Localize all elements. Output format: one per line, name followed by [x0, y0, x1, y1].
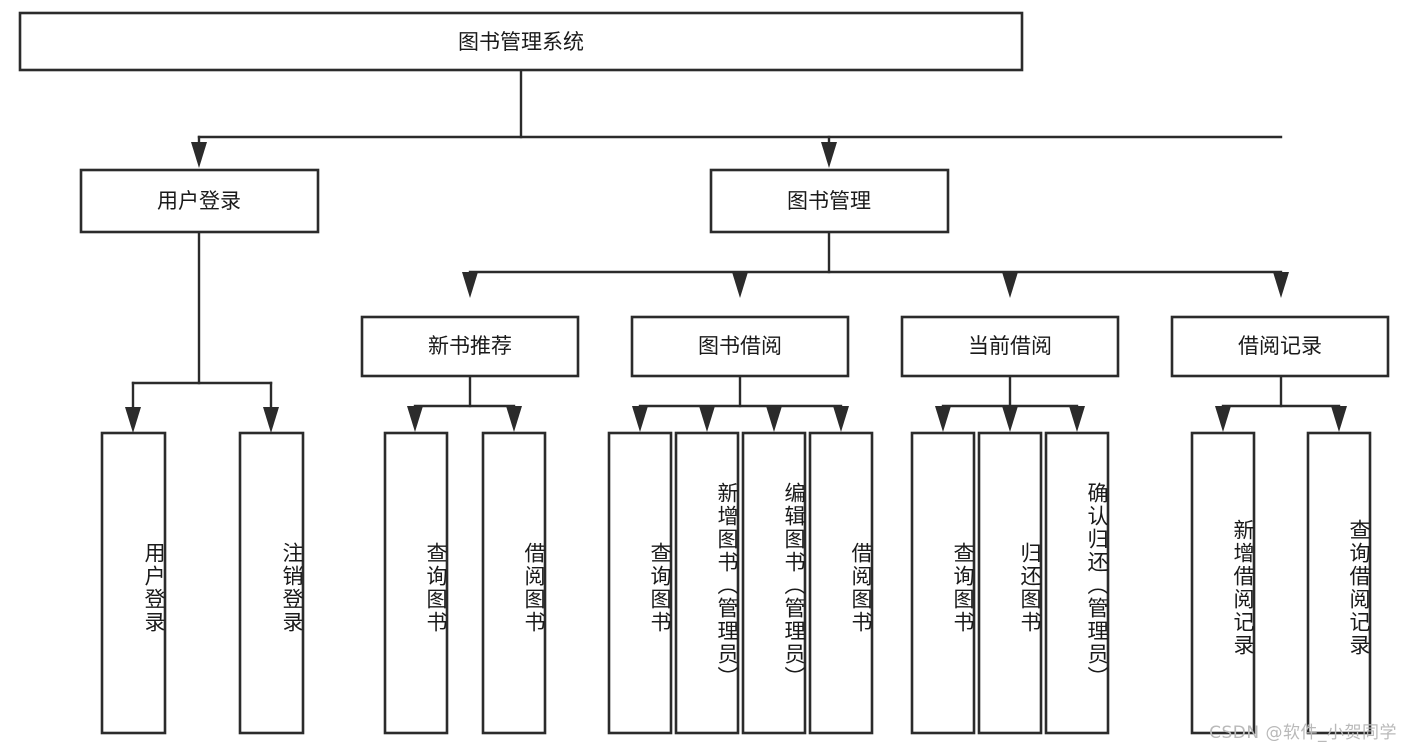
arrow-user-login	[191, 142, 207, 168]
node-current-borrow[interactable]: 当前借阅	[900, 315, 1120, 378]
node-borrow-record[interactable]: 借阅记录	[1170, 315, 1390, 378]
node-book-borrow-label: 图书借阅	[698, 334, 782, 358]
node-root-label: 图书管理系统	[458, 30, 584, 54]
connector-recommend-to-leaves	[407, 374, 522, 432]
connector-current-to-leaves	[935, 374, 1085, 432]
node-leaf-query-book-2[interactable]	[607, 431, 673, 735]
node-book-manage[interactable]: 图书管理	[709, 168, 950, 234]
node-leaf-user-login[interactable]	[100, 431, 167, 735]
node-leaf-confirm-return[interactable]	[1044, 431, 1110, 735]
node-book-manage-label: 图书管理	[787, 189, 871, 213]
connector-userlogin-to-leaves	[125, 230, 279, 433]
arrow-leaf-add-record	[1215, 406, 1231, 432]
node-borrow-record-label: 借阅记录	[1238, 334, 1322, 358]
node-leaf-query-record[interactable]	[1306, 431, 1372, 735]
arrow-leaf-query-book-1	[407, 406, 423, 432]
connector-borrow-to-leaves	[632, 374, 849, 432]
node-user-login[interactable]: 用户登录	[79, 168, 320, 234]
arrow-leaf-query-book-2	[632, 406, 648, 432]
node-leaf-query-book-3[interactable]	[910, 431, 976, 735]
node-current-borrow-label: 当前借阅	[968, 334, 1052, 358]
arrow-leaf-borrow-book-2	[833, 406, 849, 432]
arrow-leaf-add-book	[699, 406, 715, 432]
arrow-new-book-recommend	[462, 272, 478, 298]
node-user-login-label: 用户登录	[157, 189, 241, 213]
node-root[interactable]: 图书管理系统	[18, 11, 1024, 72]
node-leaf-borrow-book-2[interactable]	[808, 431, 874, 735]
arrow-book-borrow	[732, 272, 748, 298]
arrow-leaf-query-record	[1331, 406, 1347, 432]
node-leaf-logout-login[interactable]	[238, 431, 305, 735]
node-book-borrow[interactable]: 图书借阅	[630, 315, 850, 378]
arrow-current-borrow	[1002, 272, 1018, 298]
node-leaf-return-book[interactable]	[977, 431, 1043, 735]
arrow-book-manage	[821, 142, 837, 168]
connector-bookmanage-to-level3	[462, 230, 1289, 298]
arrow-leaf-confirm-return	[1069, 406, 1085, 432]
node-new-book-recommend-label: 新书推荐	[428, 334, 512, 358]
arrow-leaf-user-login	[125, 407, 141, 433]
arrow-leaf-borrow-book-1	[506, 406, 522, 432]
node-leaf-query-book-1[interactable]	[383, 431, 449, 735]
node-leaf-borrow-book-1[interactable]	[481, 431, 547, 735]
node-leaf-edit-book[interactable]	[741, 431, 807, 735]
node-leaf-add-book[interactable]	[674, 431, 740, 735]
arrow-leaf-logout-login	[263, 407, 279, 433]
connector-record-to-leaves	[1215, 374, 1347, 432]
arrow-leaf-query-book-3	[935, 406, 951, 432]
connector-root-to-level2	[191, 68, 1283, 168]
node-new-book-recommend[interactable]: 新书推荐	[360, 315, 580, 378]
arrow-borrow-record	[1273, 272, 1289, 298]
node-leaf-add-record[interactable]	[1190, 431, 1256, 735]
arrow-leaf-edit-book	[766, 406, 782, 432]
csdn-watermark: CSDN @软件_小贺同学	[1209, 723, 1397, 743]
arrow-leaf-return-book	[1002, 406, 1018, 432]
